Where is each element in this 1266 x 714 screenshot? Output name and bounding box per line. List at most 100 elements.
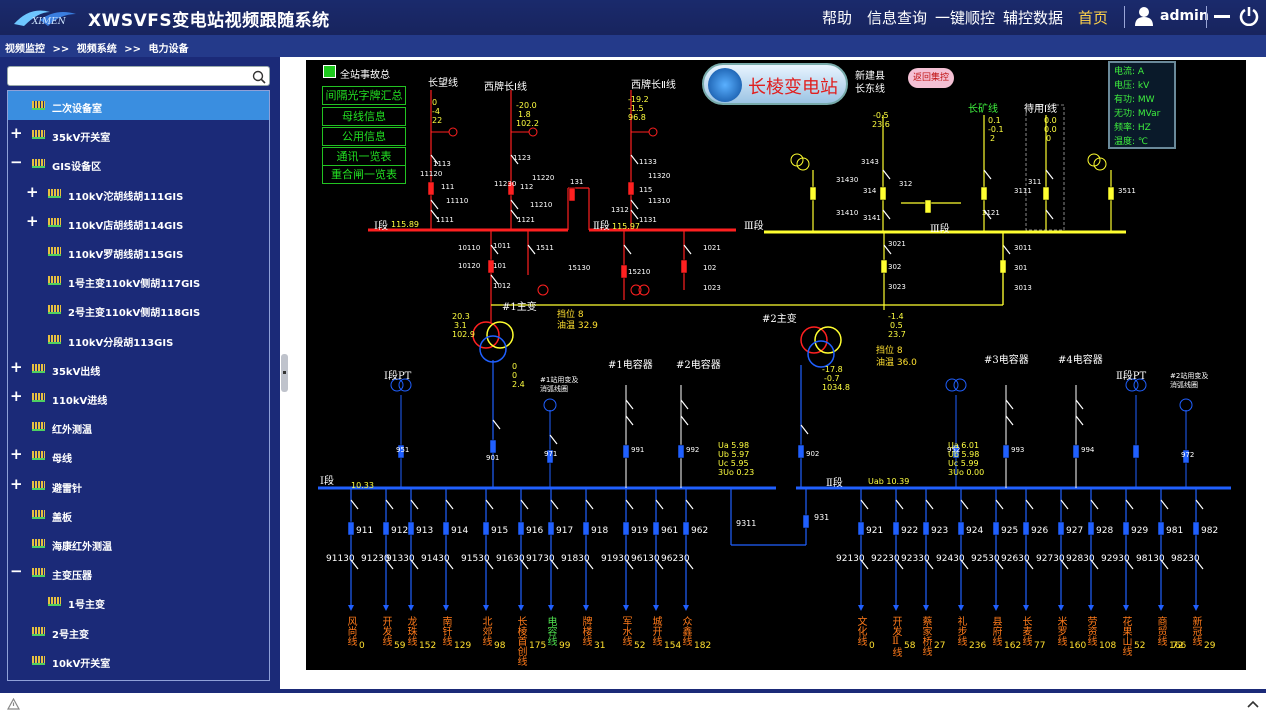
expand-icon[interactable]: + <box>10 387 23 405</box>
switch-label: 1011 <box>493 242 511 250</box>
warning-icon[interactable] <box>6 695 21 714</box>
disconnector-icon <box>485 559 494 570</box>
user-icon[interactable] <box>1135 6 1153 30</box>
disconnector-icon <box>883 244 892 255</box>
expand-icon[interactable]: + <box>10 124 23 143</box>
pt-label: Ⅰ段PT <box>384 371 412 382</box>
nav-help[interactable]: 帮助 <box>822 9 853 27</box>
header-divider <box>1206 6 1207 28</box>
tree-node[interactable]: +35kV出线 <box>8 354 269 383</box>
nav-one-key-control[interactable]: 一键顺控 <box>935 9 996 27</box>
disconnector-icon <box>510 199 519 210</box>
breadcrumb-item[interactable]: 视频监控 <box>5 44 45 55</box>
expand-icon[interactable]: + <box>26 211 39 230</box>
tree-node[interactable]: 海康红外测温 <box>8 529 269 558</box>
tree-node[interactable]: +35kV开关室 <box>8 120 269 149</box>
tree-node[interactable]: +110kV沱胡线胡111GIS <box>8 179 269 208</box>
tree-node[interactable]: 1号主变110kV侧胡117GIS <box>8 266 269 295</box>
switch-label: 1121 <box>517 216 535 224</box>
menu-button[interactable]: 母线信息 <box>322 107 406 126</box>
breaker-icon <box>677 444 685 459</box>
breaker-icon <box>547 521 555 536</box>
collapse-icon[interactable]: − <box>10 153 23 172</box>
tree-node[interactable]: 110kV分段胡113GIS <box>8 325 269 354</box>
tree-search-input[interactable] <box>7 66 270 86</box>
collapse-icon[interactable]: − <box>10 562 23 581</box>
minimize-icon[interactable] <box>1214 15 1230 18</box>
power-icon[interactable] <box>1239 6 1259 30</box>
pt-icon <box>796 157 810 171</box>
feeder-arrow-icon <box>1088 605 1094 611</box>
expand-icon[interactable]: + <box>10 357 23 376</box>
user-name[interactable]: admin <box>1160 8 1209 24</box>
disconnector-icon <box>1045 209 1054 220</box>
breaker-icon <box>1057 521 1065 536</box>
breaker-icon <box>546 449 554 464</box>
tree-node[interactable]: +避雷针 <box>8 471 269 500</box>
disconnector-icon <box>410 559 419 570</box>
disconnector-icon <box>680 399 689 410</box>
disconnector-icon <box>550 559 559 570</box>
expand-icon[interactable]: + <box>26 182 39 201</box>
tree-node[interactable]: 1号主变 <box>8 587 269 616</box>
unit-legend: 电流: A 电压: kV 有功: MW 无功: MVar 频率: HZ 温度: … <box>1108 61 1176 149</box>
feeder-name: 电容线 <box>545 616 556 646</box>
disconnector-icon <box>895 559 904 570</box>
legend-item: 频率: HZ <box>1114 123 1151 133</box>
transformer-icon <box>800 326 828 354</box>
bus-section-label: Ⅲ段 <box>744 221 764 232</box>
tree-node[interactable]: +110kV店胡线胡114GIS <box>8 208 269 237</box>
pt-icon <box>390 378 404 392</box>
tree-node[interactable]: 二次设备室 <box>8 91 269 120</box>
switch-label: 3121 <box>982 209 1000 217</box>
menu-button[interactable]: 间隔光字牌汇总 <box>322 86 406 105</box>
disconnector-icon <box>350 499 359 510</box>
tree-node[interactable]: +110kV进线 <box>8 383 269 412</box>
breaker-icon <box>1157 521 1165 536</box>
bus-voltage-readout: Ua 6.01 <box>948 441 980 450</box>
feeder-value: 99 <box>559 641 571 651</box>
chevron-up-icon[interactable] <box>1247 694 1259 713</box>
disconnector-icon <box>585 499 594 510</box>
switch-label: 3111 <box>1014 187 1032 195</box>
breadcrumb-item[interactable]: 视频系统 <box>76 44 117 55</box>
disconnector-icon <box>510 154 519 165</box>
breaker-icon <box>980 186 988 201</box>
switch-label: 3021 <box>888 240 906 248</box>
switch-label: 312 <box>899 180 912 188</box>
disconnector-icon <box>445 559 454 570</box>
tree-node[interactable]: 红外测温 <box>8 412 269 441</box>
tree-node[interactable]: 2号主变 <box>8 617 269 646</box>
switch-label: 91830 <box>561 554 590 564</box>
nav-aux-data[interactable]: 辅控数据 <box>1003 9 1064 27</box>
menu-button[interactable]: 公用信息 <box>322 127 406 146</box>
nav-info-query[interactable]: 信息查询 <box>867 9 928 27</box>
tree-node[interactable]: 10kV开关室 <box>8 646 269 675</box>
feeder-value: 166 <box>1169 641 1187 651</box>
expand-icon[interactable]: + <box>10 445 23 464</box>
breaker-icon <box>442 521 450 536</box>
disconnector-icon <box>1002 244 1011 255</box>
device-icon <box>48 305 61 315</box>
menu-button[interactable]: 重合闸一览表 <box>322 165 406 184</box>
switch-label: 901 <box>486 454 499 462</box>
expand-icon[interactable]: + <box>10 474 23 493</box>
menu-button[interactable]: 通讯一览表 <box>322 147 406 166</box>
tree-node[interactable]: 盖板 <box>8 500 269 529</box>
device-tree: 二次设备室+35kV开关室−GIS设备区+110kV沱胡线胡111GIS+110… <box>7 90 270 681</box>
tree-node[interactable]: −GIS设备区 <box>8 149 269 178</box>
nav-home[interactable]: 首页 <box>1078 9 1109 27</box>
tree-node[interactable]: −主变压器 <box>8 558 269 587</box>
breadcrumb-item[interactable]: 电力设备 <box>148 44 189 55</box>
switch-label: 96230 <box>661 554 690 564</box>
feeder-value: 52 <box>1134 641 1146 651</box>
tree-node[interactable]: 110kV罗胡线胡115GIS <box>8 237 269 266</box>
breaker-icon <box>622 444 630 459</box>
panel-splitter[interactable] <box>281 354 288 392</box>
search-icon[interactable] <box>252 69 266 88</box>
switch-label: 111 <box>441 183 454 191</box>
return-button[interactable]: 返回集控 <box>908 68 954 88</box>
tree-node[interactable]: 2号主变110kV侧胡118GIS <box>8 295 269 324</box>
feeder-name: 开发Ⅱ线 <box>890 616 901 657</box>
tree-node[interactable]: +母线 <box>8 441 269 470</box>
